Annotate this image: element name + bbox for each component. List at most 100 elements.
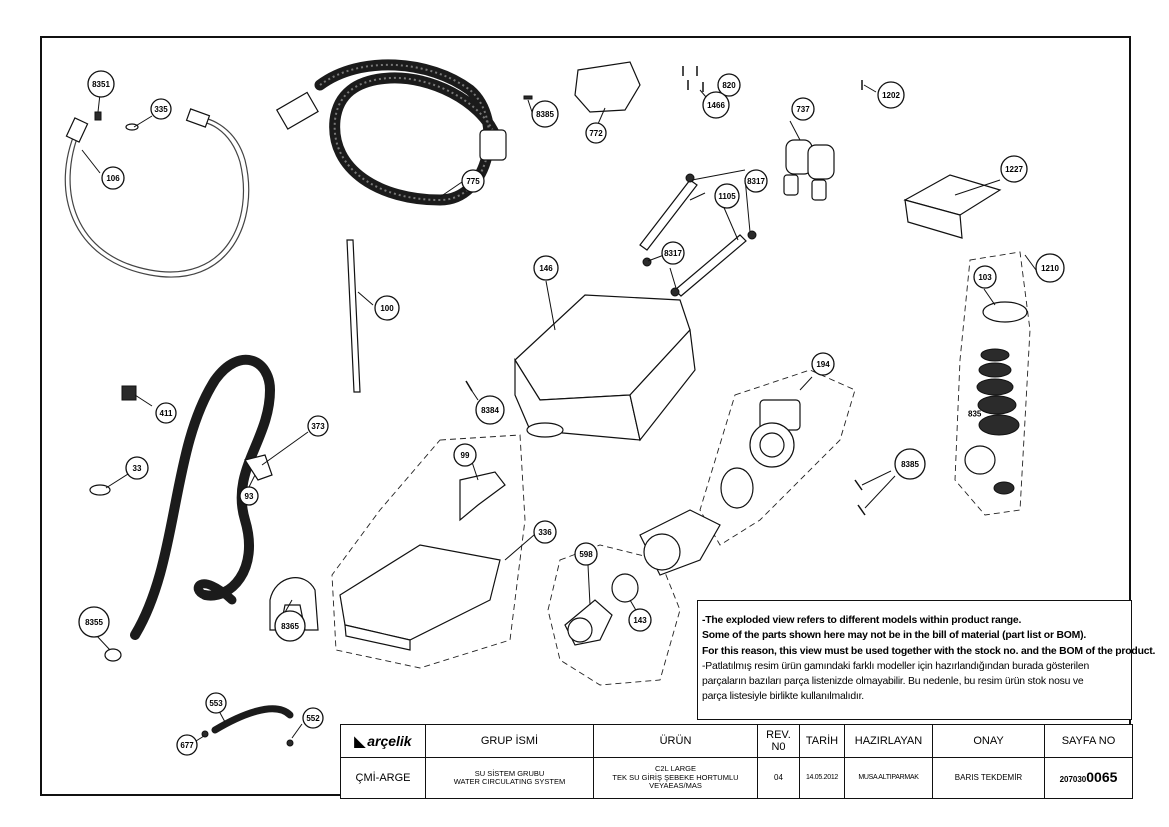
- callout-circle: [150, 98, 172, 120]
- callout-circle: [461, 169, 485, 193]
- callout-circle: [78, 606, 110, 638]
- page-prefix: 207030: [1059, 775, 1087, 784]
- part-1227-face: [904, 199, 963, 239]
- callout-circle: [274, 610, 306, 642]
- callout-circle: [533, 255, 559, 281]
- group-line: SU SİSTEM GRUBU: [474, 768, 545, 778]
- part-1105-hose-b: [674, 234, 747, 297]
- part-filter-598: [564, 599, 613, 646]
- callout-143: 143: [628, 608, 652, 632]
- callout-label: 8317: [747, 177, 765, 186]
- title-block: ◣arçelik GRUP İSMİ ÜRÜN REV. N0 TARİH HA…: [340, 724, 1133, 799]
- callout-circle: [702, 91, 730, 119]
- callout-circle: [1035, 253, 1065, 283]
- callout-label: 8355: [85, 618, 103, 627]
- callout-1105: 1105: [714, 183, 740, 209]
- value-approval: BARIS TEKDEMİR: [932, 757, 1045, 799]
- callout-label: 820: [722, 81, 736, 90]
- callout-8351: 8351: [87, 70, 115, 98]
- part-335: [125, 123, 139, 131]
- callout-8317: 8317: [661, 241, 685, 265]
- part-hose-553: [211, 705, 294, 734]
- value-code: ÇMİ-ARGE: [340, 757, 426, 799]
- callout-circle: [717, 73, 741, 97]
- product-line: TEK SU GİRİŞ ŞEBEKE HORTUMLU: [612, 772, 739, 782]
- callout-label: 552: [306, 714, 320, 723]
- header-date: TARİH: [799, 724, 845, 758]
- callout-circle: [125, 456, 149, 480]
- callout-194: 194: [811, 352, 835, 376]
- callout-8317: 8317: [744, 169, 768, 193]
- callout-label: 33: [133, 464, 142, 473]
- logo-mark-icon: ◣: [354, 732, 366, 749]
- callout-label: 1210: [1041, 264, 1059, 273]
- product-line: VEYAEAS/MAS: [649, 781, 702, 791]
- group-outline-194: [699, 369, 856, 546]
- part-bellows-1210: [964, 301, 1028, 495]
- callout-circle: [531, 100, 559, 128]
- callout-8365: 8365: [274, 610, 306, 642]
- notes-box: -The exploded view refers to different m…: [697, 600, 1155, 720]
- part-411: [121, 385, 137, 401]
- callout-8384: 8384: [475, 395, 505, 425]
- group-outline-1210: [954, 251, 1031, 516]
- callout-label: 335: [154, 105, 168, 114]
- callout-label: 100: [380, 304, 394, 313]
- hose-ribs: [319, 63, 496, 202]
- group-line: WATER CIRCULATING SYSTEM: [453, 777, 566, 786]
- callout-label: 143: [633, 616, 647, 625]
- callout-circle: [475, 395, 505, 425]
- product-line: C2L LARGE: [655, 764, 696, 774]
- part-pump-194: [749, 399, 801, 468]
- part-8317-clamp: [642, 257, 652, 267]
- callout-1210: 1210: [1035, 253, 1065, 283]
- callout-label: 373: [311, 422, 325, 431]
- callout-label: 772: [589, 129, 603, 138]
- callout-336: 336: [533, 520, 557, 544]
- part-93: [244, 454, 273, 481]
- callout-circle: [239, 486, 259, 506]
- part-100: [346, 239, 361, 393]
- part-8355: [104, 648, 122, 662]
- callout-label: 411: [160, 409, 173, 418]
- note-line: Some of the parts shown here may not be …: [702, 630, 1087, 642]
- part-677: [201, 730, 209, 738]
- callout-label: 146: [539, 264, 553, 273]
- callout-label: 103: [978, 273, 992, 282]
- part-8385-screw: [854, 479, 863, 491]
- callout-1227: 1227: [1000, 155, 1028, 183]
- callout-552: 552: [302, 707, 324, 729]
- callout-label: 775: [466, 177, 480, 186]
- callout-circle: [302, 707, 324, 729]
- part-inlet-hose-106: [64, 116, 250, 278]
- part-ring: [720, 467, 754, 509]
- callout-circle: [155, 402, 177, 424]
- part-1105-hose-a: [639, 179, 698, 251]
- value-product: C2L LARGE TEK SU GİRİŞ ŞEBEKE HORTUMLU V…: [593, 757, 758, 799]
- part-8317-clamp: [670, 287, 680, 297]
- callout-label: 737: [796, 105, 810, 114]
- callout-106: 106: [101, 166, 125, 190]
- part-143-ring: [611, 573, 639, 603]
- callout-8385: 8385: [894, 448, 926, 480]
- header-prepared: HAZIRLAYAN: [844, 724, 933, 758]
- callout-label: 553: [209, 699, 223, 708]
- callout-8385: 8385: [531, 100, 559, 128]
- callout-circle: [714, 183, 740, 209]
- callout-circle: [811, 352, 835, 376]
- note-line: parça listesiyle birlikte kullanılmalıdı…: [702, 691, 864, 703]
- callout-circle: [585, 122, 607, 144]
- callout-circle: [87, 70, 115, 98]
- callout-775: 775: [461, 169, 485, 193]
- callout-label: 8365: [281, 622, 299, 631]
- callout-label: 1466: [707, 101, 725, 110]
- callout-label: 677: [180, 741, 194, 750]
- value-page: 2070300065: [1044, 757, 1133, 799]
- callout-circle: [661, 241, 685, 265]
- part-hose-connector: [65, 117, 89, 143]
- inline-label-835: 835: [968, 410, 982, 419]
- callout-circle: [176, 734, 198, 756]
- part-820-screws: [682, 66, 704, 92]
- callout-93: 93: [239, 486, 259, 506]
- callout-circle: [453, 443, 477, 467]
